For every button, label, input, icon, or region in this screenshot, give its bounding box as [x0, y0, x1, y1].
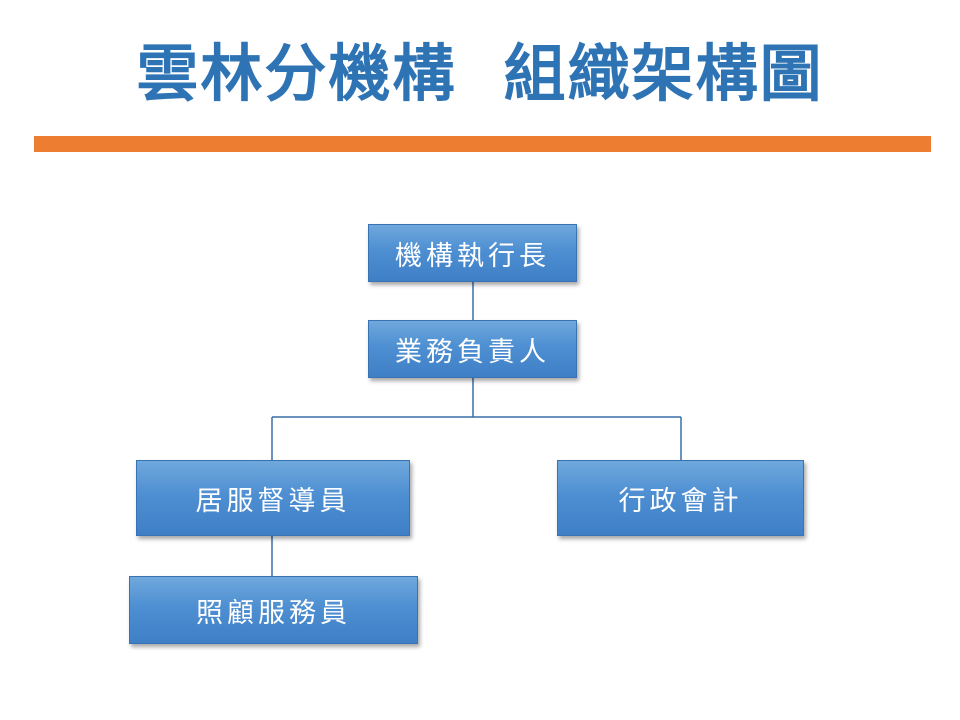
- org-node-care-worker: 照顧服務員: [129, 576, 418, 644]
- org-node-admin-accounting: 行政會計: [557, 460, 804, 536]
- org-node-ceo: 機構執行長: [368, 224, 577, 282]
- org-node-business-head: 業務負責人: [368, 320, 577, 378]
- org-node-home-care-supervisor: 居服督導員: [136, 460, 410, 536]
- title-underline-bar: [34, 136, 931, 152]
- page-title: 雲林分機構 組織架構圖: [136, 37, 824, 110]
